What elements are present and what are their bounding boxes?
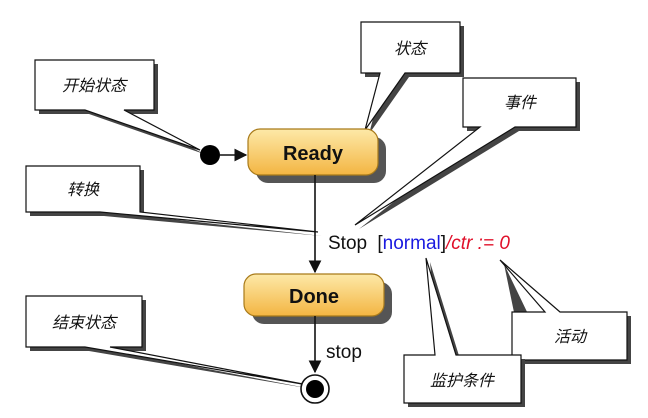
callout-transition-label: 转换 [67, 180, 100, 199]
callout-guard-condition-label: 监护条件 [430, 371, 496, 390]
state-ready: Ready [247, 128, 386, 183]
callout-final-state: 结束状态 [25, 295, 312, 389]
transition-guard: normal [383, 233, 441, 254]
transition-action: /ctr := 0 [444, 233, 510, 254]
transition-event: Stop [328, 233, 367, 254]
callout-guard-condition: 监护条件 [403, 257, 525, 407]
transition-label: Stop [normal]/ctr := 0 [328, 233, 510, 254]
final-state-node [300, 374, 330, 404]
callout-transition: 转换 [25, 165, 322, 236]
callout-activity: 活动 [499, 259, 631, 364]
callout-final-state-label: 结束状态 [52, 313, 118, 332]
state-done: Done [243, 273, 392, 324]
state-ready-label: Ready [283, 143, 344, 165]
callout-initial-state: 开始状态 [34, 59, 204, 154]
initial-state-node [200, 145, 220, 165]
final-transition-label: stop [326, 342, 362, 363]
callout-state-label: 状态 [394, 39, 428, 58]
callout-state: 状态 [360, 21, 464, 134]
callout-event: 事件 [354, 77, 580, 229]
state-done-label: Done [289, 286, 339, 308]
callout-event-label: 事件 [504, 93, 538, 112]
callout-activity-label: 活动 [554, 327, 588, 346]
guard-open-bracket: [ [377, 233, 383, 254]
guard-close-bracket: ] [441, 233, 446, 254]
callout-initial-state-label: 开始状态 [62, 76, 128, 95]
